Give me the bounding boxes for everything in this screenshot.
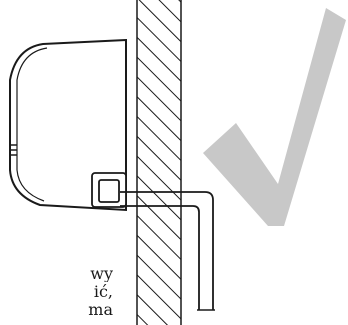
indoor-unit <box>9 38 127 212</box>
wall <box>136 0 182 325</box>
cropped-text-line-1: wy <box>90 265 113 282</box>
cropped-text-line-3: ma <box>88 301 113 318</box>
checkmark-icon <box>203 8 346 226</box>
cropped-text-line-2: ić, <box>93 283 113 300</box>
drain-pipe <box>91 172 214 310</box>
